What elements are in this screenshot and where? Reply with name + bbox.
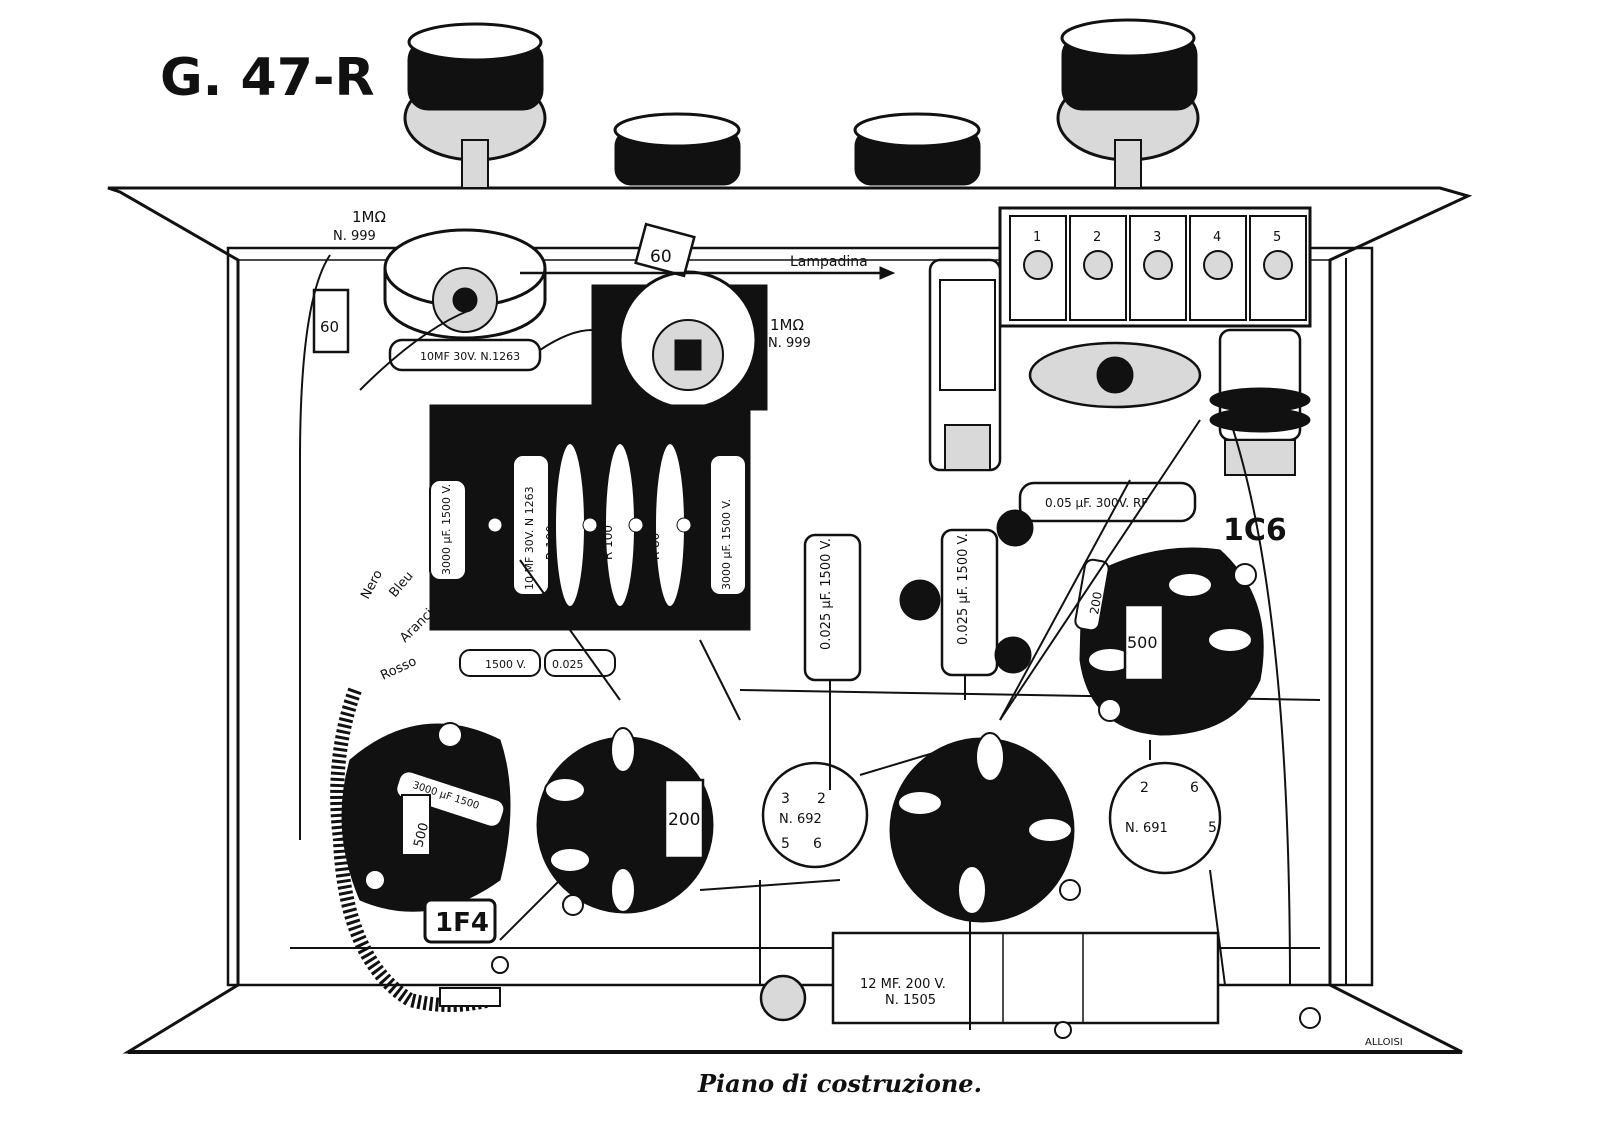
terminal-board <box>429 404 751 631</box>
coil-right <box>1209 328 1311 476</box>
pot-right-part: N. 999 <box>768 336 811 351</box>
coil-assembly <box>928 258 1002 472</box>
capacitor-mid-left: 0.025 μF. 1500 V. <box>803 533 862 682</box>
svg-text:0.025: 0.025 <box>552 658 584 671</box>
terminal-dot-2 <box>994 636 1032 674</box>
svg-text:N. 1505: N. 1505 <box>885 993 936 1008</box>
potentiometer-right <box>591 270 768 411</box>
svg-text:2: 2 <box>1140 780 1149 796</box>
svg-text:N. 692: N. 692 <box>779 812 822 827</box>
svg-text:6: 6 <box>1190 780 1199 796</box>
svg-text:0.025 μF. 1500 V.: 0.025 μF. 1500 V. <box>956 533 971 645</box>
svg-text:0.025 μF. 1500 V.: 0.025 μF. 1500 V. <box>819 538 834 650</box>
svg-text:60: 60 <box>320 318 339 336</box>
knob-4[interactable] <box>1056 18 1200 189</box>
svg-text:3: 3 <box>781 791 790 807</box>
shielded-cable <box>330 687 492 1012</box>
ground-lug <box>1299 1007 1321 1029</box>
cable-clamp <box>439 987 501 1007</box>
pot-left-part: N. 999 <box>333 229 376 244</box>
svg-text:10MF 30V. N.1263: 10MF 30V. N.1263 <box>420 350 520 363</box>
bottom-socket <box>759 974 807 1022</box>
tube-label-1a4: 1A4 <box>955 811 1020 846</box>
resistor-r100a-label: R 100 <box>601 525 615 560</box>
switch-position-2: 2 <box>1093 230 1101 245</box>
screw-2 <box>491 956 509 974</box>
transformer-n691: 2 6 5 N. 691 <box>1108 761 1222 875</box>
figure-caption: Piano di costruzione. <box>697 1069 982 1098</box>
svg-text:1500 V.: 1500 V. <box>485 658 526 671</box>
switch-position-5: 5 <box>1273 230 1281 245</box>
switch-position-3: 3 <box>1153 230 1161 245</box>
capacitor-top: 10MF 30V. N.1263 <box>388 338 542 372</box>
svg-text:6: 6 <box>813 836 822 852</box>
svg-text:2: 2 <box>817 791 826 807</box>
artist-signature: ALLOISI <box>1365 1037 1403 1048</box>
capacitor-mid-right: 0.025 μF. 1500 V. <box>940 528 999 677</box>
tube-socket-1c6: 500 1C6 <box>1079 513 1287 736</box>
svg-text:60: 60 <box>650 247 672 267</box>
tube-socket-1f6: 200 1F6 <box>536 727 714 916</box>
wire-label-nero: Nero <box>358 568 386 602</box>
capacitor-c3-label: 3000 μF. 1500 V. <box>720 499 733 590</box>
switch-position-1: 1 <box>1033 230 1041 245</box>
wave-switch: 1 2 3 4 5 <box>998 206 1312 328</box>
svg-text:5: 5 <box>1208 820 1217 836</box>
terminal-dot-1 <box>899 579 941 621</box>
switch-position-4: 4 <box>1213 230 1221 245</box>
knob-1[interactable] <box>403 22 547 189</box>
arrow-head-icon <box>879 266 896 280</box>
resistor-r100b-label: R 100 <box>544 525 558 560</box>
wiring <box>299 254 1321 1030</box>
svg-text:5: 5 <box>781 836 790 852</box>
resistor-200-small: 200 <box>1074 558 1110 632</box>
pot-right-value: 1MΩ <box>770 316 804 334</box>
tube-socket-1f4: 3000 μF 1500 500 1F4 <box>341 722 511 944</box>
capacitor-small-a: 1500 V. <box>459 649 541 677</box>
resistor-r80-label: R 80 <box>648 533 662 560</box>
tube-socket-1a4: 1A4 <box>889 732 1081 923</box>
svg-text:200: 200 <box>1087 591 1105 616</box>
capacitor-c2-label: 10 MF 30V. N 1263 <box>523 486 536 590</box>
tag-200: 200 <box>668 810 700 830</box>
pot-left-value: 1MΩ <box>352 208 386 226</box>
knob-2[interactable] <box>613 112 741 186</box>
knob-3[interactable] <box>853 112 981 186</box>
electrolytic-box: 12 MF. 200 V. N. 1505 <box>831 931 1220 1025</box>
potentiometer-left <box>383 228 547 340</box>
capacitor-long: 0.05 μF. 300V. RF <box>1018 481 1197 523</box>
wire-label-bleu: Bleu <box>387 569 417 601</box>
svg-text:12 MF. 200 V.: 12 MF. 200 V. <box>860 977 946 992</box>
resistor-tag-60-left: 60 <box>312 288 350 354</box>
svg-text:500: 500 <box>411 821 432 849</box>
chassis <box>107 186 1473 1054</box>
svg-text:N. 691: N. 691 <box>1125 821 1168 836</box>
wire-label-rosso: Rosso <box>378 654 419 684</box>
terminal-dot-3 <box>996 509 1034 547</box>
tube-label-1f4: 1F4 <box>435 908 489 938</box>
svg-text:0.05 μF. 300V. RF: 0.05 μF. 300V. RF <box>1045 496 1148 510</box>
transformer-n692: 3 2 N. 692 5 6 <box>761 761 869 869</box>
screw <box>1054 1021 1072 1039</box>
capacitor-c1-label: 3000 μF. 1500 V. <box>440 484 453 575</box>
resistor-tag-60-top: 60 <box>634 222 696 278</box>
tube-label-1f6: 1F6 <box>600 813 662 848</box>
tag-500-right: 500 <box>1127 633 1158 652</box>
drawing-title: G. 47-R <box>160 48 375 108</box>
rotary-wafer <box>1028 341 1202 409</box>
lampadina-label: Lampadina <box>790 254 868 270</box>
capacitor-small-b: 0.025 <box>544 649 616 677</box>
